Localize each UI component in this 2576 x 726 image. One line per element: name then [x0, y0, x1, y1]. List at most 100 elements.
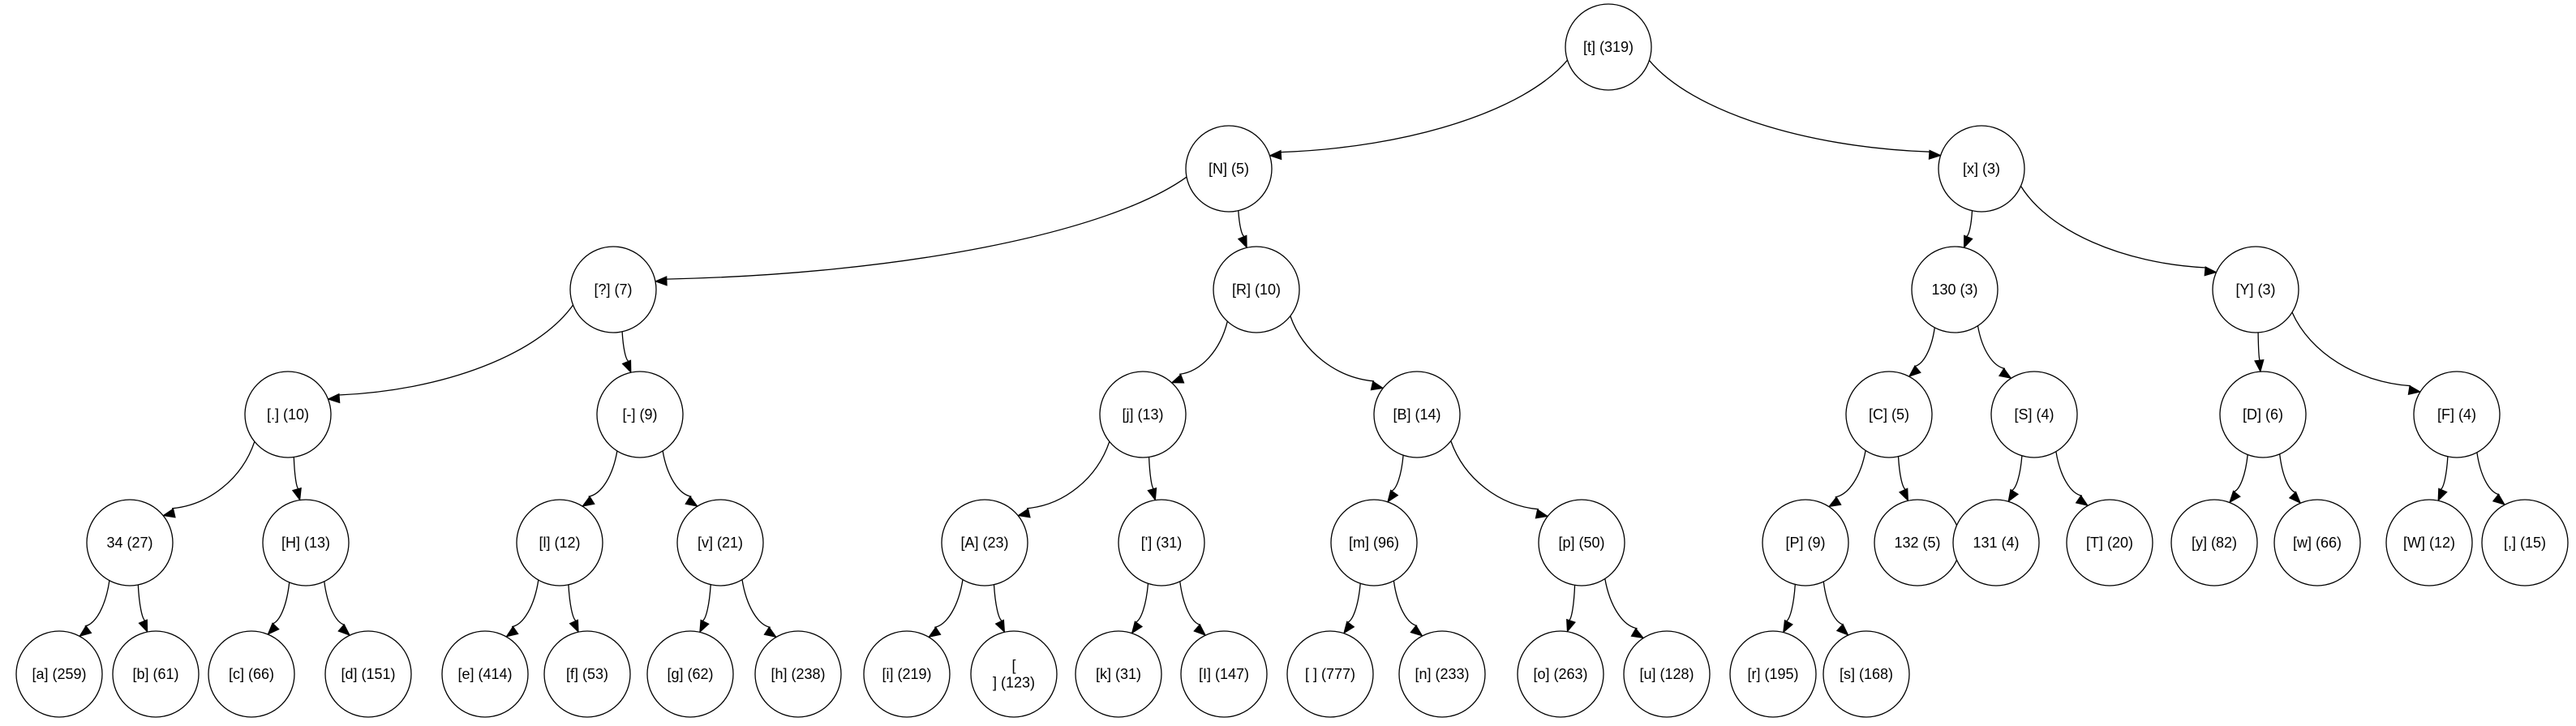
tree-edge: [654, 176, 1187, 286]
edge-line: [172, 441, 255, 509]
node-label: [,] (15): [2504, 535, 2546, 551]
tree-node[interactable]: [R] (10): [1213, 246, 1300, 333]
node-label-line: [y] (82): [2192, 535, 2237, 551]
arrowhead-icon: [1016, 508, 1031, 518]
node-label-line: [B] (14): [1393, 406, 1440, 423]
tree-node[interactable]: [Y] (3): [2212, 246, 2299, 333]
tree-node[interactable]: [H] (13): [262, 499, 350, 586]
edge-line: [1897, 456, 1906, 491]
tree-node[interactable]: [a] (259): [15, 630, 103, 718]
node-circle: [1538, 499, 1625, 586]
node-circle: [1990, 371, 2078, 458]
node-circle: [1118, 499, 1205, 586]
tree-node[interactable]: [u] (128): [1623, 630, 1711, 718]
edge-line: [2233, 454, 2248, 493]
arrowhead-icon: [1387, 489, 1399, 503]
node-label-line: [m] (96): [1349, 535, 1399, 551]
tree-edge: [1450, 440, 1549, 519]
tree-node[interactable]: [e] (414): [441, 630, 529, 718]
tree-node[interactable]: [i] (219): [863, 630, 951, 718]
tree-node[interactable]: [D] (6): [2219, 371, 2307, 458]
tree-edge: [1237, 210, 1247, 249]
tree-node[interactable]: [h] (238): [754, 630, 842, 718]
arrowhead-icon: [1131, 621, 1144, 634]
node-label-line: [W] (12): [2403, 535, 2455, 551]
edge-line: [137, 584, 146, 621]
node-circle: [441, 630, 529, 718]
node-circle: [1565, 3, 1652, 91]
tree-node[interactable]: [s] (168): [1823, 630, 1910, 718]
tree-node[interactable]: [m] (96): [1330, 499, 1418, 586]
tree-node[interactable]: [W] (12): [2385, 499, 2473, 586]
node-circle: [1286, 630, 1374, 718]
node-label-line: [ ] (777): [1305, 666, 1355, 682]
tree-node[interactable]: [p] (50): [1538, 499, 1625, 586]
node-circle: [2066, 499, 2153, 586]
tree-node[interactable]: [N] (5): [1185, 125, 1273, 213]
tree-node[interactable]: 131 (4): [1952, 499, 2040, 586]
arrowhead-icon: [2007, 488, 2020, 503]
tree-node[interactable]: [x] (3): [1938, 125, 2025, 213]
arrowhead-icon: [621, 359, 632, 374]
node-circle: [86, 499, 174, 586]
tree-edge: [1131, 583, 1149, 634]
node-label: [y] (82): [2192, 535, 2237, 551]
node-label-line: [n] (233): [1415, 666, 1469, 682]
tree-node[interactable]: [y] (82): [2170, 499, 2258, 586]
arrowhead-icon: [1170, 373, 1185, 384]
tree-node[interactable]: [c] (66): [208, 630, 295, 718]
tree-node[interactable]: [] (123): [970, 630, 1058, 718]
node-label: [e] (414): [457, 666, 512, 682]
node-label-line: [,] (15): [2504, 535, 2546, 551]
arrowhead-icon: [994, 619, 1006, 634]
edge-line: [1290, 316, 1375, 382]
tree-node[interactable]: [I] (147): [1180, 630, 1268, 718]
node-label: [k] (31): [1096, 666, 1141, 682]
tree-edge: [581, 450, 618, 507]
tree-node[interactable]: [T] (20): [2066, 499, 2153, 586]
tree-edge: [662, 450, 699, 507]
tree-node[interactable]: [l] (12): [516, 499, 603, 586]
edge-line: [1135, 583, 1149, 623]
tree-node[interactable]: [w] (66): [2273, 499, 2361, 586]
node-label-line: 34 (27): [106, 535, 152, 551]
node-label: [j] (13): [1122, 406, 1163, 423]
tree-node[interactable]: ['] (31): [1118, 499, 1205, 586]
tree-node[interactable]: [k] (31): [1075, 630, 1162, 718]
tree-node[interactable]: [.] (10): [244, 371, 332, 458]
tree-node[interactable]: [j] (13): [1099, 371, 1187, 458]
node-circle: [15, 630, 103, 718]
tree-node[interactable]: [v] (21): [676, 499, 764, 586]
tree-node[interactable]: [r] (195): [1729, 630, 1817, 718]
tree-node[interactable]: [S] (4): [1990, 371, 2078, 458]
node-label-line: [f] (53): [566, 666, 608, 682]
node-label: [P] (9): [1785, 535, 1825, 551]
tree-node[interactable]: [-] (9): [596, 371, 684, 458]
tree-node[interactable]: 34 (27): [86, 499, 174, 586]
tree-node[interactable]: 132 (5): [1874, 499, 1961, 586]
tree-node[interactable]: [B] (14): [1373, 371, 1461, 458]
tree-node[interactable]: [g] (62): [646, 630, 734, 718]
edge-line: [934, 579, 964, 629]
tree-node[interactable]: [ ] (777): [1286, 630, 1374, 718]
arrowhead-icon: [1269, 149, 1282, 161]
tree-node[interactable]: [,] (15): [2481, 499, 2569, 586]
tree-node[interactable]: 130 (3): [1911, 246, 1999, 333]
node-label-line: [g] (62): [667, 666, 713, 682]
tree-node[interactable]: [o] (263): [1517, 630, 1604, 718]
node-label-line: [F] (4): [2437, 406, 2476, 423]
tree-node[interactable]: [d] (151): [324, 630, 412, 718]
node-circle: [863, 630, 951, 718]
tree-node[interactable]: [?] (7): [569, 246, 657, 333]
edge-line: [2279, 453, 2297, 493]
tree-node[interactable]: [F] (4): [2413, 371, 2501, 458]
tree-node[interactable]: [C] (5): [1845, 371, 1933, 458]
tree-node[interactable]: [t] (319): [1565, 3, 1652, 91]
tree-node[interactable]: [f] (53): [543, 630, 631, 718]
tree-node[interactable]: [n] (233): [1398, 630, 1486, 718]
tree-node[interactable]: [P] (9): [1762, 499, 1849, 586]
tree-node[interactable]: [A] (23): [941, 499, 1028, 586]
tree-edge: [993, 584, 1006, 634]
tree-node[interactable]: [b] (61): [112, 630, 200, 718]
edge-line: [338, 304, 574, 396]
